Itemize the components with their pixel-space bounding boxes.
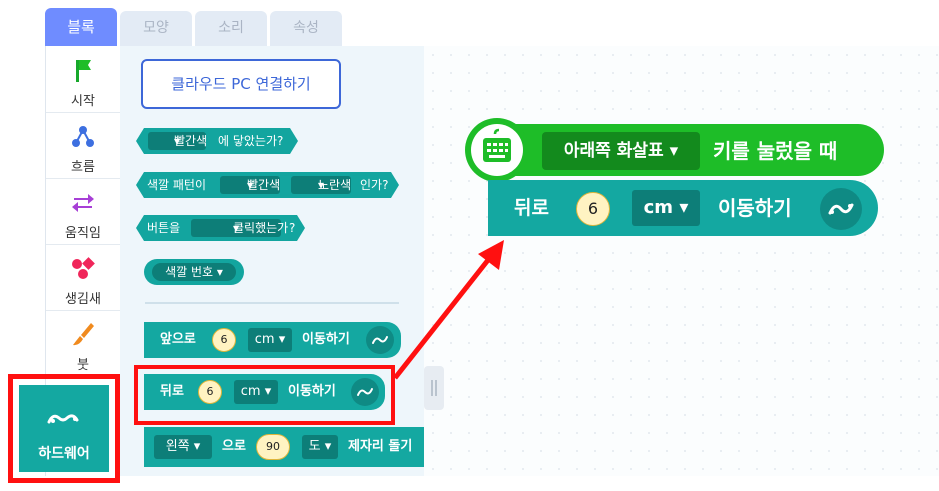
canvas-move-backward-block[interactable]: 뒤로 6 cm ▾ 이동하기 [488,180,878,236]
category-brush[interactable]: 붓 [46,310,120,376]
category-start[interactable]: 시작 [46,46,120,113]
distance-input[interactable]: 6 [576,192,610,226]
category-looks[interactable]: 생김새 [46,244,120,311]
color-dropdown-2[interactable]: 노란색 ▾ [291,176,351,194]
unit-dropdown[interactable]: cm ▾ [248,328,292,352]
direction-dropdown[interactable]: 왼쪽 ▾ [154,435,212,459]
color-dropdown-1[interactable]: 빨간색 ▾ [220,176,280,194]
key-dropdown[interactable]: 아래쪽 화살표 ▾ [542,132,700,170]
hardware-icon [47,414,79,424]
keyboard-event-badge [465,118,529,182]
move-backward-block[interactable]: 뒤로 6 cm ▾ 이동하기 [144,374,385,410]
tab-properties[interactable]: 속성 [270,11,342,46]
hardware-icon [820,188,862,230]
color-number-block[interactable]: 색깔 번호 ▾ [144,259,244,285]
code-canvas[interactable] [424,46,939,476]
angle-input[interactable]: 90 [256,434,290,460]
distance-input[interactable]: 6 [212,328,236,352]
hardware-category-highlight: 하드웨어 [8,374,120,483]
button-clicked-block[interactable]: 버튼을 클릭했는가 ▾ ? [136,215,305,241]
move-backward-highlight [134,365,395,425]
category-movement[interactable]: 움직임 [46,178,120,245]
brush-icon [73,323,94,346]
rotate-block[interactable]: 왼쪽 ▾ 으로 90 도 ▾ 제자리 돌기 [144,427,424,467]
category-flow[interactable]: 흐름 [46,112,120,179]
color-number-dropdown[interactable]: 색깔 번호 ▾ [152,263,236,281]
touching-color-block[interactable]: 빨간색 ▾ 에 닿았는가? [136,128,298,154]
distance-input[interactable]: 6 [198,380,222,404]
palette-resize-handle[interactable] [424,366,444,410]
flag-icon [76,60,91,82]
color-pattern-block[interactable]: 색깔 패턴이 빨간색 ▾ 노란색 ▾ 인가? [136,172,399,198]
tab-blocks[interactable]: 블록 [45,8,117,46]
move-forward-block[interactable]: 앞으로 6 cm ▾ 이동하기 [144,322,401,358]
tab-sounds[interactable]: 소리 [195,11,267,46]
shapes-icon [72,257,95,279]
palette-divider [145,302,399,304]
hardware-icon [366,326,394,354]
unit-dropdown[interactable]: cm ▾ [632,190,700,226]
hardware-icon [351,378,379,406]
tab-shapes[interactable]: 모양 [120,11,192,46]
color-dropdown[interactable]: 빨간색 ▾ [148,132,206,150]
button-state-dropdown[interactable]: 클릭했는가 ▾ [191,219,281,237]
flow-icon [72,126,94,147]
angle-unit-dropdown[interactable]: 도 ▾ [302,435,338,459]
cloud-pc-connect-button[interactable]: 클라우드 PC 연결하기 [141,59,341,109]
keyboard-icon [483,128,511,162]
move-arrows-icon [72,194,94,212]
unit-dropdown[interactable]: cm ▾ [234,380,278,404]
event-label: 키를 눌렀을 때 [713,139,838,163]
category-hardware[interactable]: 하드웨어 [19,385,109,472]
